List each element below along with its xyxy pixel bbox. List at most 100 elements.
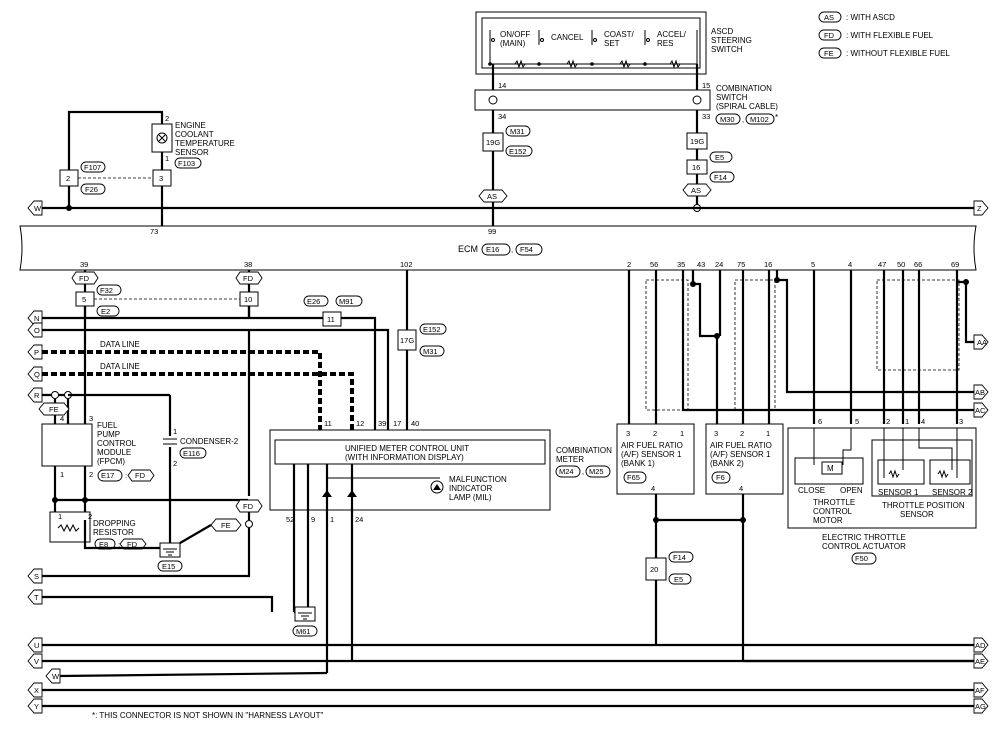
cs-connector-m102: M102 [750,115,769,124]
ascd-switch-accel-line1: ACCEL/ [657,30,687,39]
data-line-1: DATA LINE [100,340,140,349]
meter-pin-9: 9 [311,515,315,524]
legend-fd-pill [818,29,842,41]
ecm-pin-24: 24 [715,260,723,269]
e26-conn-e26: E26 [307,297,320,306]
fpcm-title-line3: CONTROL [97,439,137,448]
splice-af-conn-f14: F14 [673,553,686,562]
cs-pin-15: 15 [702,81,710,90]
dropping-conn-e8: E8 [99,540,108,549]
combination-meter-line1: COMBINATION [556,446,612,455]
right-letter-af: AF [975,686,985,695]
meter-title-line2: (WITH INFORMATION DISPLAY) [345,453,464,462]
left-letter-w-bottom: W [52,672,60,681]
cs-connector-m30: M30 [720,115,735,124]
right-letter-aa: AA [977,338,987,347]
throttle-motor-line3: MOTOR [813,516,843,525]
cs-title-line3: (SPIRAL CABLE) [716,102,778,111]
ecm: 73 99 ECM E16 , F54 39 38 102 2 56 35 43… [19,225,977,271]
left-letter-x: X [34,686,39,695]
ascd-switch-onoff-line1: ON/OFF [500,30,530,39]
splice-right-conn-f14: F14 [714,173,727,182]
right-letter-ab: AB [975,388,985,397]
meter-pin-17: 17 [393,419,401,428]
ecm-pin-16: 16 [764,260,772,269]
splice-left-pin: 19G [486,138,500,147]
throttle-position-line2: SENSOR [900,510,934,519]
ecm-pin-5: 5 [811,260,815,269]
af2-title-line2: (A/F) SENSOR 1 [710,450,771,459]
af2-pin-3: 3 [714,429,718,438]
left-letter-v: V [34,657,39,666]
ascd-steering-switch: ON/OFF (MAIN) CANCEL COAST/ SET ACCEL/ R… [475,11,752,75]
right-letter-ag: AG [975,702,986,711]
meter-pin-1: 1 [330,515,334,524]
splice-left-conn-m31: M31 [510,127,525,136]
ecm-top-pin-99: 99 [488,227,496,236]
svg-text:FE: FE [221,521,231,530]
svg-text:FD: FD [243,502,254,511]
ground-e15: E15 [162,562,175,571]
right-letter-z: Z [977,204,982,213]
throttle-close: CLOSE [798,486,825,495]
combination-meter-line2: METER [556,455,584,464]
combination-switch: 14 15 34 33 COMBINATION SWITCH (SPIRAL C… [474,64,778,226]
left-letter-y: Y [34,702,39,711]
throttle-pin-2: 2 [886,417,890,426]
data-line-2: DATA LINE [100,362,140,371]
ascd-switch-accel-line2: RES [657,39,673,48]
ascd-switch-onoff-line2: (MAIN) [500,39,526,48]
svg-text:,: , [511,245,513,254]
mil-line1: MALFUNCTION [449,475,507,484]
fpcm-conn-fd: FD [135,471,146,480]
spiral-cable-box [474,89,711,111]
af1-title-line1: AIR FUEL RATIO [621,441,683,450]
ect-title-line1: ENGINE [175,121,206,130]
svg-text:FD: FD [79,274,90,283]
ecm-connector-f54: F54 [520,245,533,254]
right-mid-pin: 10 [244,295,252,304]
throttle-sensor1: SENSOR 1 [878,488,919,497]
ect-connector: F103 [178,159,195,168]
ascd-title-line1: ASCD [711,27,733,36]
splice-left-conn-e152: E152 [509,147,527,156]
fpcm-conn-e17: E17 [101,471,114,480]
af2-pin-1: 1 [766,429,770,438]
throttle-actuator-line1: ELECTRIC THROTTLE [822,533,906,542]
top-bus: W Z [27,200,989,216]
dropping-title-line2: RESISTOR [93,528,134,537]
ect-title-line2: COOLANT [175,130,214,139]
throttle-pin-6: 6 [818,417,822,426]
mil-line2: INDICATOR [449,484,492,493]
left-letter-n: N [34,314,39,323]
ecm-pin-43: 43 [697,260,705,269]
combination-meter: UNIFIED METER CONTROL UNIT (WITH INFORMA… [269,419,612,673]
legend: AS : WITH ASCD FD : WITH FLEXIBLE FUEL F… [818,11,950,59]
ascd-switch-coast-line1: COAST/ [604,30,635,39]
fpcm-title-line4: MODULE [97,448,131,457]
ascd-title-line2: STEERING [711,36,752,45]
ecm-pin-50: 50 [897,260,905,269]
cs-star: * [775,113,778,122]
left-letter-r: R [34,391,40,400]
engine-coolant-temperature-sensor: 2 1 ENGINE COOLANT TEMPERATURE SENSOR F1… [59,110,235,226]
cs-pin-14: 14 [498,81,506,90]
ecm-pin-39: 39 [80,260,88,269]
throttle-sensor2: SENSOR 2 [932,488,973,497]
fpcm-pin-3: 3 [89,414,93,423]
right-letter-ad: AD [975,641,986,650]
throttle-motor-label: M [827,464,834,473]
cs-title-line1: COMBINATION [716,84,772,93]
svg-text::: : [125,471,127,480]
fpcm-title-line1: FUEL [97,421,118,430]
svg-text:,: , [742,115,744,124]
ecm-pin-2: 2 [627,260,631,269]
throttle-connector: F50 [855,554,868,563]
fpcm-section: FD FD 5 10 F32 E2 N O 11 E26 M91 17G E15… [27,270,447,612]
ect-pin-2: 2 [165,114,169,123]
right-letter-ae: AE [975,657,985,666]
cs-pin-34: 34 [498,112,506,121]
svg-text:FE: FE [49,405,59,414]
fpcm-title-line2: PUMP [97,430,120,439]
